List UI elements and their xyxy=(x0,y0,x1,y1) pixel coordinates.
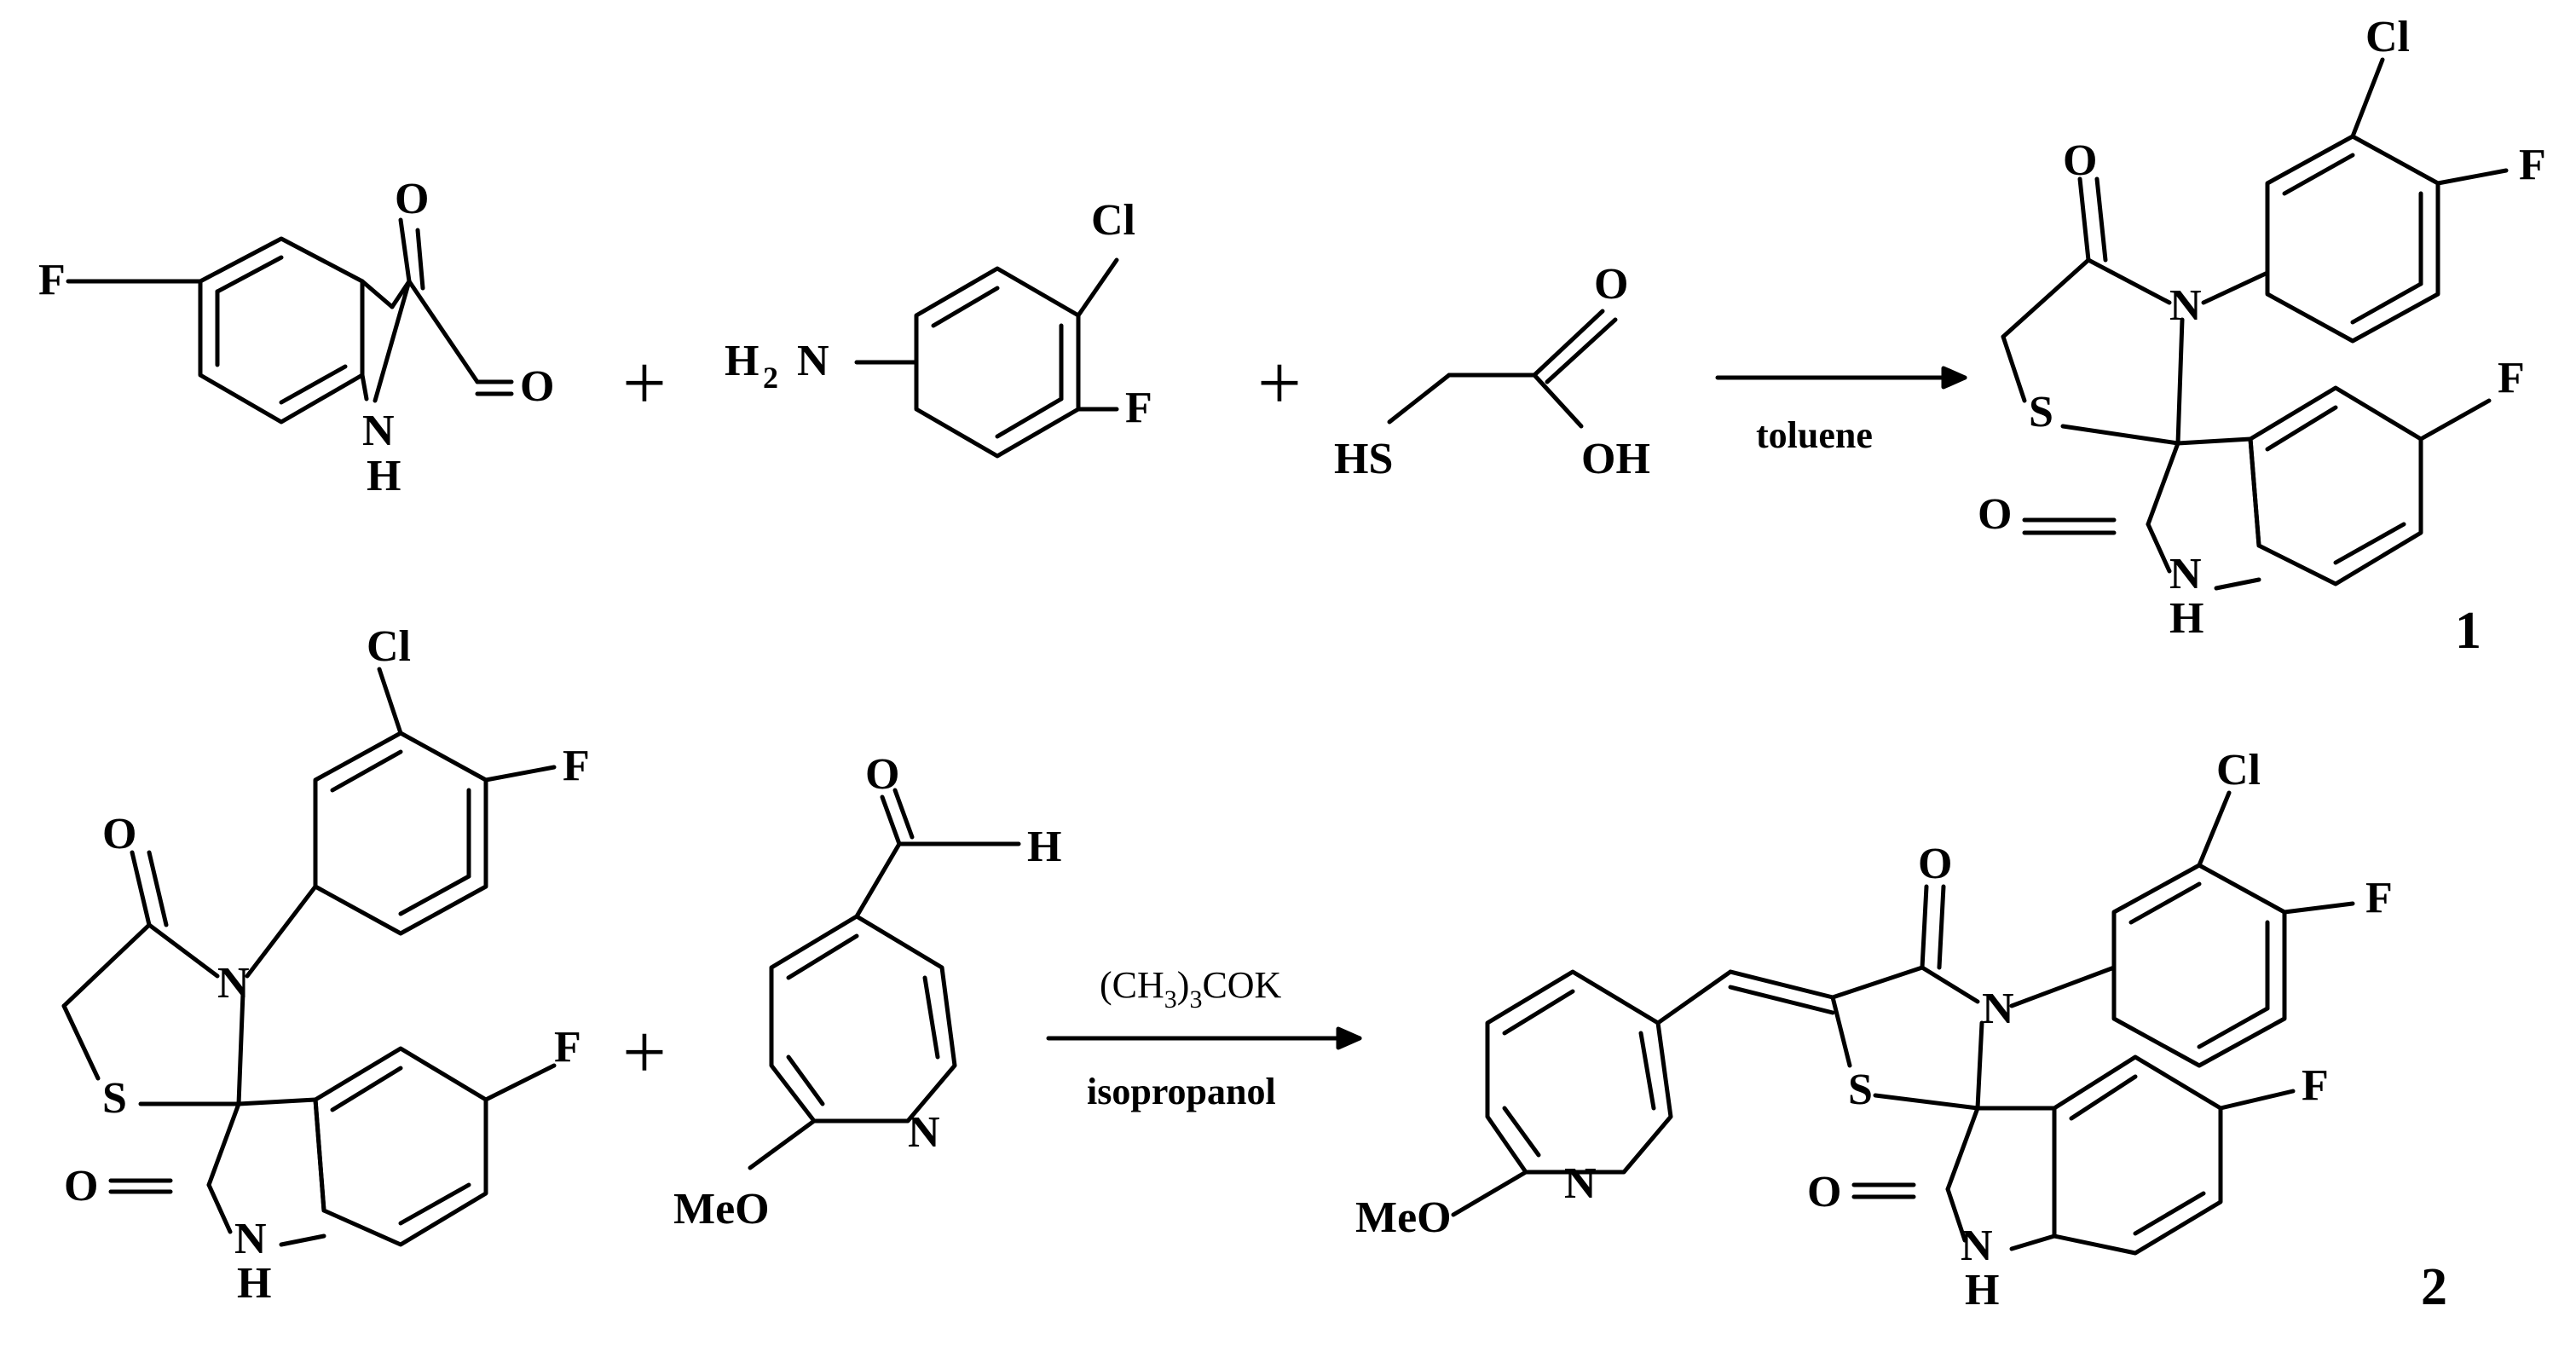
atom-n-p2: N xyxy=(1982,985,2014,1033)
atom-n-d2: N xyxy=(234,1215,267,1263)
atom-o-a2: O xyxy=(520,362,554,411)
atom-cl-p2: Cl xyxy=(2216,746,2261,794)
compound-label-2: 2 xyxy=(2421,1258,2447,1316)
reagent-part-3: COK xyxy=(1202,964,1281,1006)
atom-cl-d: Cl xyxy=(367,622,411,671)
atom-o-d2: O xyxy=(64,1162,98,1210)
product-2-structure xyxy=(1451,790,2355,1256)
atom-cl-b: Cl xyxy=(1091,196,1135,245)
atom-meo-p2: MeO xyxy=(1355,1193,1452,1242)
atom-f-d2: F xyxy=(554,1023,581,1072)
atom-s-p1: S xyxy=(2029,388,2053,436)
atom-f-p1b: F xyxy=(2498,354,2525,402)
plus-sign-3: + xyxy=(622,1008,667,1095)
atom-h-d: H xyxy=(237,1259,271,1308)
atom-o-e: O xyxy=(865,750,899,799)
atom-f-d1: F xyxy=(563,742,590,790)
reaction-arrow-1 xyxy=(1715,366,1967,390)
atom-o-p2b: O xyxy=(1807,1168,1841,1216)
fluoroisatin-structure xyxy=(66,217,514,425)
atom-o-d1: O xyxy=(102,810,136,858)
atom-n-e: N xyxy=(908,1108,940,1157)
atom-n-d: N xyxy=(217,959,250,1008)
atom-n-p1b: N xyxy=(2169,550,2202,598)
atom-n-p2c: N xyxy=(1564,1159,1597,1208)
atom-n-p1: N xyxy=(2169,281,2202,330)
atom-o-p1a: O xyxy=(2063,136,2097,185)
reagent-sub-2: 3 xyxy=(1189,985,1202,1014)
reaction-1-solvent: toluene xyxy=(1756,414,1873,456)
atom-n-p2b: N xyxy=(1961,1222,1993,1270)
reagent-part-2: ) xyxy=(1177,964,1190,1006)
atom-h-p2: H xyxy=(1965,1266,1999,1314)
reaction-2-solvent: isopropanol xyxy=(1087,1071,1276,1112)
atom-h-e: H xyxy=(1027,823,1061,871)
atom-h-b: H xyxy=(725,337,759,385)
atom-o-p2a: O xyxy=(1918,840,1952,888)
compound-1-reactant-structure xyxy=(61,667,557,1247)
product-1-structure xyxy=(2001,57,2509,591)
atom-h-a: H xyxy=(367,452,401,500)
atom-hs-c: HS xyxy=(1334,435,1393,483)
thioglycolic-acid-structure xyxy=(1387,309,1618,429)
atom-n-b: N xyxy=(797,337,829,385)
reaction-2-reagent: (CH3)3COK xyxy=(1100,964,1282,1014)
atom-f-b: F xyxy=(1125,384,1152,432)
atom-meo-e: MeO xyxy=(673,1185,770,1233)
atom-f-p1a: F xyxy=(2519,141,2546,189)
atom-oh-c: OH xyxy=(1581,435,1650,483)
reaction-arrow-2 xyxy=(1046,1026,1362,1050)
atom-f-a: F xyxy=(38,256,66,304)
atom-n-a: N xyxy=(362,407,395,455)
reagent-sub-1: 3 xyxy=(1164,985,1177,1014)
plus-sign-2: + xyxy=(1257,339,1302,426)
atom-s-p2: S xyxy=(1848,1066,1873,1114)
compound-label-1: 1 xyxy=(2455,602,2481,660)
chlorofluoroaniline-structure xyxy=(854,257,1119,459)
atom-f-p2a: F xyxy=(2365,874,2393,922)
reagent-part-1: (CH xyxy=(1100,964,1164,1006)
atom-o-p1b: O xyxy=(1978,490,2012,539)
atom-o-a1: O xyxy=(395,175,429,223)
atom-s-d: S xyxy=(102,1074,127,1123)
atom-cl-p1: Cl xyxy=(2365,13,2410,61)
atom-f-p2b: F xyxy=(2302,1061,2329,1110)
atom-sub-b: 2 xyxy=(763,361,778,395)
plus-sign-1: + xyxy=(622,339,667,426)
atom-h-p1: H xyxy=(2169,594,2203,643)
methoxynicotinaldehyde-structure xyxy=(748,788,1021,1170)
atom-o-c: O xyxy=(1594,260,1628,309)
